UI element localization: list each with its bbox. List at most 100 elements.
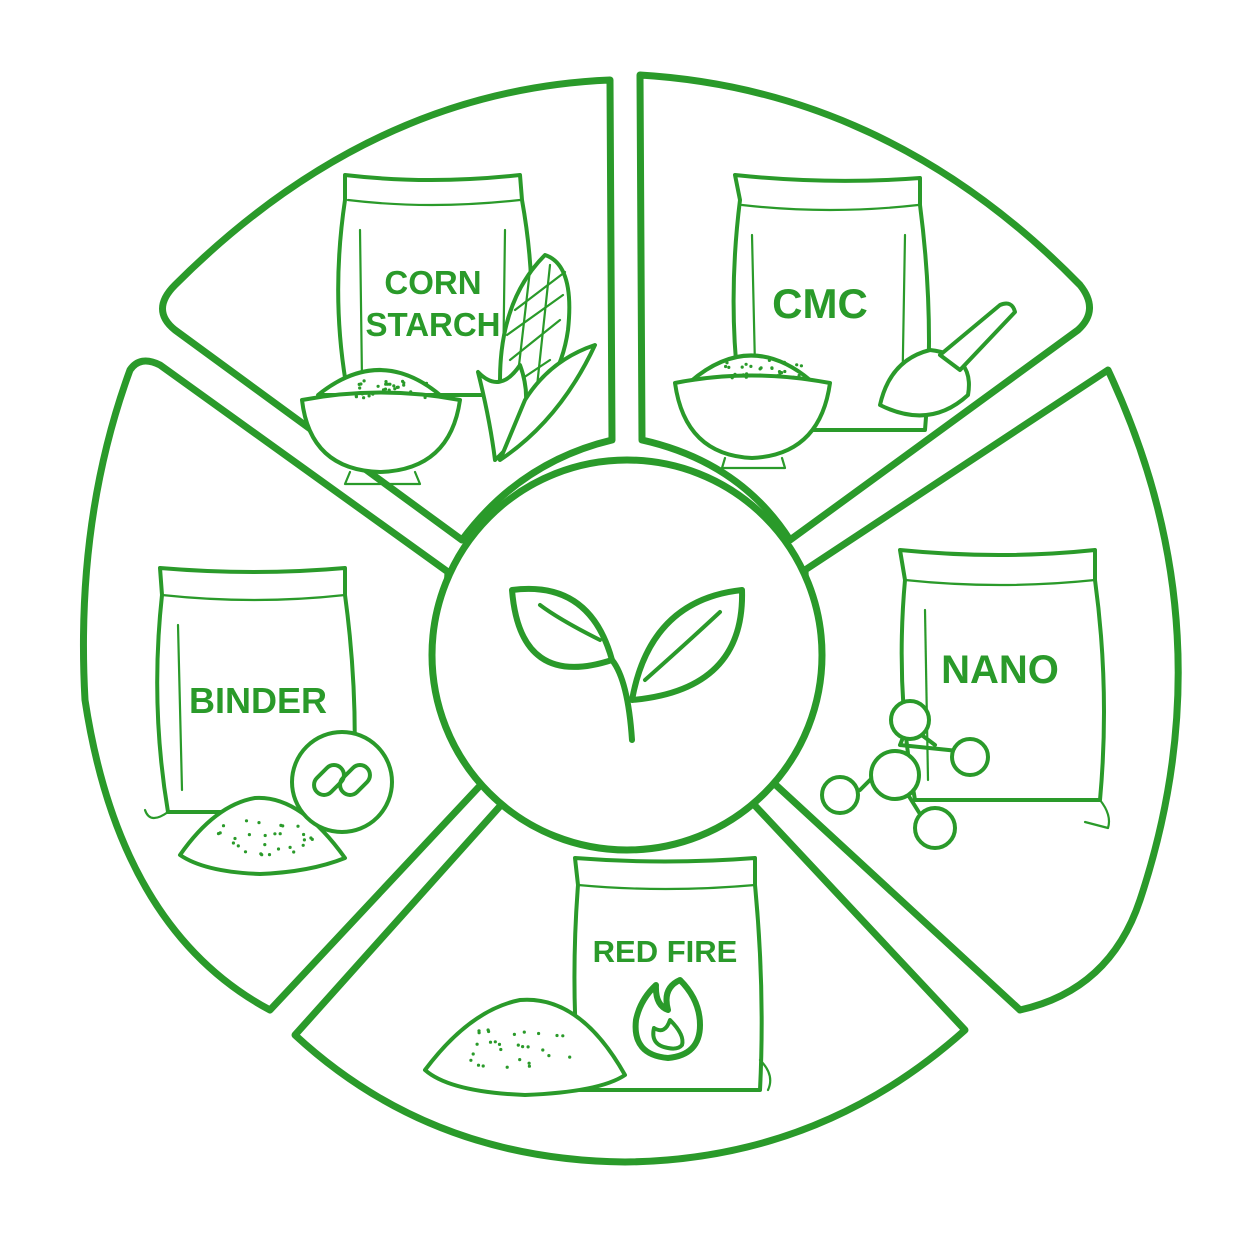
powder-speckle xyxy=(360,392,364,396)
powder-speckle xyxy=(527,1061,531,1065)
powder-speckle xyxy=(358,386,362,390)
powder-speckle xyxy=(740,365,744,369)
powder-speckle xyxy=(302,838,306,842)
powder-speckle xyxy=(486,1028,490,1032)
binder-label: BINDER xyxy=(189,680,327,721)
powder-speckle xyxy=(547,1054,551,1058)
powder-speckle xyxy=(767,358,772,362)
powder-speckle xyxy=(744,362,748,366)
cmc-bowl xyxy=(673,353,832,470)
powder-speckle xyxy=(402,383,406,387)
powder-speckle xyxy=(725,361,729,365)
powder-speckle xyxy=(568,1055,572,1059)
corn-starch-bowl xyxy=(300,368,462,486)
powder-speckle xyxy=(516,1043,520,1047)
red-fire-label: RED FIRE xyxy=(593,934,738,969)
powder-speckle xyxy=(362,396,366,400)
powder-speckle xyxy=(388,382,392,386)
powder-speckle xyxy=(216,832,221,836)
powder-speckle xyxy=(770,366,774,370)
binder-illustration: BINDER xyxy=(143,566,394,876)
powder-speckle xyxy=(393,387,397,391)
powder-speckle xyxy=(776,374,780,378)
powder-speckle xyxy=(759,366,763,370)
powder-speckle xyxy=(741,373,746,377)
molecule-icon xyxy=(820,699,990,850)
powder-speckle xyxy=(759,374,764,378)
nano-bag xyxy=(898,548,1111,830)
red-fire-bag xyxy=(572,856,772,1092)
powder-speckle xyxy=(783,369,787,374)
powder-speckle xyxy=(263,843,267,847)
powder-speckle xyxy=(409,390,413,394)
powder-speckle xyxy=(797,373,801,378)
powder-speckle xyxy=(499,1047,503,1052)
corn-starch-label-line2: STARCH xyxy=(365,306,500,343)
powder-speckle xyxy=(521,1045,525,1049)
powder-speckle xyxy=(236,844,240,848)
powder-speckle xyxy=(301,843,305,847)
powder-speckle xyxy=(537,1031,541,1036)
powder-speckle xyxy=(497,1042,502,1046)
powder-speckles xyxy=(216,358,804,1069)
powder-speckle xyxy=(260,853,264,857)
powder-speckle xyxy=(402,381,406,385)
powder-speckle xyxy=(727,365,731,369)
powder-speckle xyxy=(257,821,261,825)
powder-speckle xyxy=(799,364,804,368)
powder-speckle xyxy=(392,384,396,388)
powder-speckle xyxy=(782,360,787,364)
powder-speckle xyxy=(522,1030,526,1034)
powder-speckle xyxy=(476,1063,481,1067)
powder-speckle xyxy=(292,850,296,854)
powder-speckle xyxy=(526,1045,530,1049)
powder-speckle xyxy=(541,1048,545,1052)
powder-speckle xyxy=(424,381,429,385)
powder-speckle xyxy=(281,824,285,828)
powder-speckle xyxy=(247,833,251,837)
powder-speckle xyxy=(243,850,248,854)
powder-speckle xyxy=(267,853,272,857)
powder-speckle xyxy=(362,379,366,383)
powder-speckle xyxy=(518,1058,522,1062)
powder-speckle xyxy=(359,382,363,386)
center-circle xyxy=(428,456,826,854)
powder-speckle xyxy=(309,836,313,840)
powder-speckle xyxy=(505,1065,509,1069)
powder-speckle xyxy=(744,375,748,379)
powder-speckle xyxy=(780,371,784,375)
powder-speckle xyxy=(749,364,753,368)
powder-speckle xyxy=(371,392,375,396)
flame-icon xyxy=(632,977,703,1061)
corn-starch-label-line1: CORN xyxy=(384,264,481,301)
powder-speckle xyxy=(481,1064,485,1068)
powder-speckle xyxy=(555,1033,559,1038)
cmc-label: CMC xyxy=(772,280,868,327)
powder-speckle xyxy=(384,380,388,384)
powder-speckle xyxy=(278,832,282,836)
powder-speckle xyxy=(354,395,358,399)
powder-speckle xyxy=(233,836,237,841)
powder-speckle xyxy=(288,845,292,850)
powder-pile-icon xyxy=(423,997,627,1097)
leaf-sprout-icon xyxy=(509,585,746,743)
red-fire-illustration: RED FIRE xyxy=(423,856,772,1097)
powder-speckle xyxy=(387,388,391,392)
cmc-illustration: CMC xyxy=(673,173,1017,470)
powder-speckle xyxy=(469,1058,473,1062)
powder-speckle xyxy=(273,832,277,836)
powder-speckle xyxy=(381,388,386,392)
powder-speckle xyxy=(231,841,235,845)
powder-speckle xyxy=(724,364,728,369)
powder-speckle xyxy=(730,376,734,380)
powder-speckle xyxy=(488,1040,493,1044)
nano-illustration: NANO xyxy=(820,548,1111,850)
powder-speckle xyxy=(471,1052,475,1056)
powder-speckle xyxy=(792,375,796,379)
corn-cob-icon xyxy=(476,253,597,462)
powder-speckle xyxy=(423,395,427,400)
powder-speckle xyxy=(263,833,267,838)
powder-speckle xyxy=(221,824,226,828)
powder-speckle xyxy=(493,1040,497,1044)
